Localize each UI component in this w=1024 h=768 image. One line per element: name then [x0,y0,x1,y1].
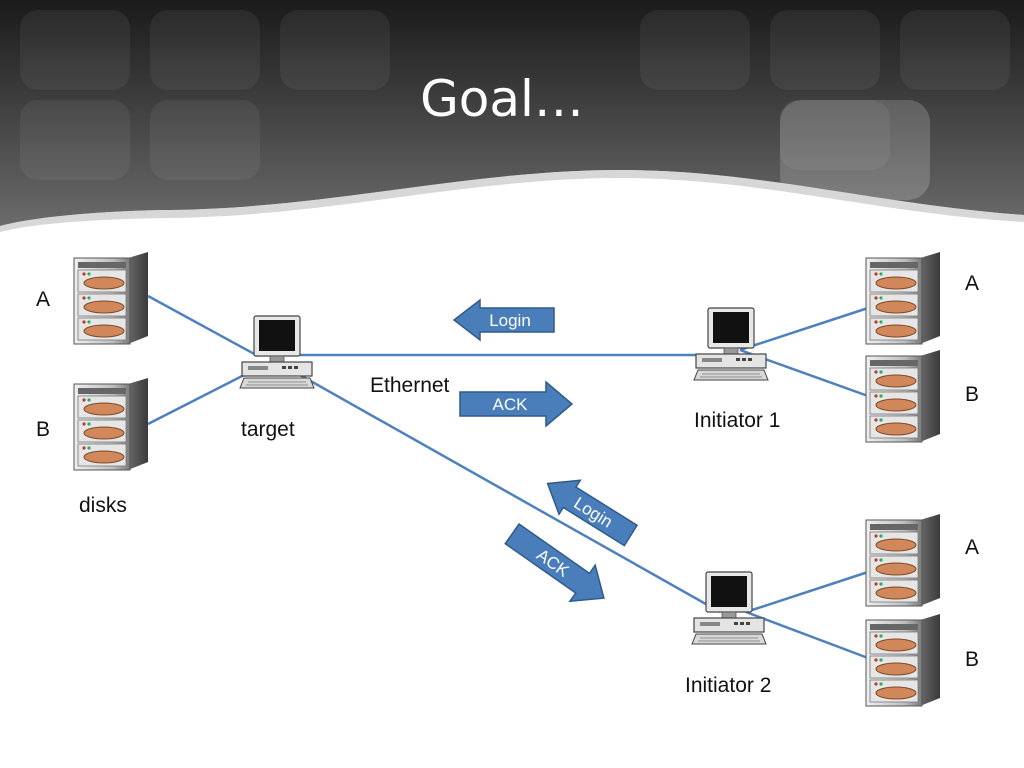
ethernet-label: Ethernet [370,374,450,397]
link-initiator2-disk-a [745,570,869,614]
ethernet-line-target-initiator2 [299,373,721,614]
initiator1-label: Initiator 1 [694,409,781,432]
initiator2-disk-b-label: B [965,648,980,671]
initiator2-label: Initiator 2 [685,674,772,697]
link-initiator2-disk-b [745,610,869,660]
connection-lines [147,294,869,660]
disk-array-icon [73,251,149,345]
initiator1-disk-a-label: A [965,272,980,295]
left-disk-a-label: A [36,288,51,311]
slide-title: Goal… [420,70,584,128]
initiator1-disk-b-label: B [965,383,980,406]
disk-array-icon [865,251,941,345]
link-disk-a-to-target [147,294,259,358]
ack-arrow-2: ACK [504,523,605,603]
login-arrow-1: Login [452,298,555,342]
initiator2-disk-a-label: A [965,536,980,559]
link-initiator1-disk-a [739,306,869,352]
ack-arrow-1: ACK [459,380,574,428]
disks-label: disks [79,494,127,517]
link-disk-b-to-target [147,370,251,426]
disk-array-icon [865,349,941,443]
login-arrow-1-label: Login [489,311,531,330]
left-disk-b-label: B [36,418,51,441]
ack-arrow-1-label: ACK [493,395,529,414]
header-background [0,0,1024,232]
target-label: target [241,418,295,441]
disk-array-icon [865,513,941,607]
disk-array-icon [73,377,149,471]
disk-array-icon [865,613,941,707]
